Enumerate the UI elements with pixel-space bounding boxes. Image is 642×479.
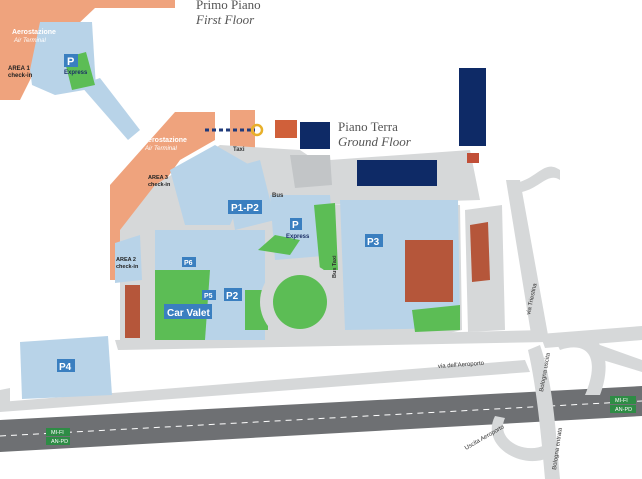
area-3-label: AREA 3 bbox=[148, 175, 168, 181]
parking-p4-label: P4 bbox=[59, 362, 72, 373]
highway-sign-bottom-mifi: MI-FI bbox=[51, 430, 64, 436]
terminal-main-title: Aerostazione bbox=[143, 137, 187, 144]
highway-sign-bottom: MI-FI AN-PD bbox=[46, 428, 70, 445]
parking-p5-label: P5 bbox=[204, 293, 213, 300]
road-aeroporto-label: via dell'Aeroporto bbox=[438, 361, 485, 370]
area-3-sub: check-in bbox=[148, 182, 171, 188]
highway-sign-bottom-anpd: AN-PD bbox=[51, 439, 68, 445]
highway-sign-top: MI-FI AN-PD bbox=[610, 396, 636, 413]
parking-express-top-badge: P bbox=[64, 54, 78, 68]
ground-floor-it-label: Piano Terra bbox=[338, 119, 398, 134]
parking-p4-badge: P4 bbox=[57, 359, 75, 373]
parking-express-top-p: P bbox=[67, 56, 74, 68]
area-2-label: AREA 2 bbox=[116, 257, 136, 263]
parking-p3-label: P3 bbox=[367, 237, 380, 248]
parking-express-main-badge: P bbox=[290, 218, 302, 231]
parking-p2-label: P2 bbox=[226, 291, 239, 302]
parking-p1p2-badge: P1-P2 bbox=[228, 200, 262, 214]
area-1-sub: check-in bbox=[8, 73, 33, 79]
car-valet-badge: Car Valet bbox=[164, 304, 212, 319]
parking-express-main-label: Express bbox=[286, 234, 310, 240]
highway-sign-top-mifi: MI-FI bbox=[615, 398, 628, 404]
taxi-label: Taxi bbox=[233, 147, 245, 153]
parking-express-top-label: Express bbox=[64, 70, 88, 76]
ground-floor-en-label: Ground Floor bbox=[338, 134, 412, 149]
first-floor-it-label: Primo Piano bbox=[196, 0, 261, 12]
terminal-top-title: Aerostazione bbox=[12, 29, 56, 36]
parking-express-main-p: P bbox=[292, 220, 299, 231]
highway bbox=[0, 386, 642, 452]
area-2-sub: check-in bbox=[116, 264, 139, 270]
bus-label: Bus bbox=[272, 193, 284, 199]
bus-taxi-label: Bus Taxi bbox=[332, 255, 338, 278]
parking-p3-badge: P3 bbox=[365, 234, 383, 248]
terminal-top-sub: Air Terminal bbox=[13, 38, 46, 44]
area-1-label: AREA 1 bbox=[8, 66, 30, 72]
parking-p1p2-label: P1-P2 bbox=[231, 203, 259, 214]
highway-sign-top-anpd: AN-PD bbox=[615, 407, 632, 413]
terminal-main-sub: Air Terminal bbox=[144, 146, 177, 152]
buildings bbox=[275, 68, 486, 186]
parking-p6-badge: P6 bbox=[182, 257, 196, 267]
car-valet-label: Car Valet bbox=[167, 308, 210, 319]
shuttle-line bbox=[205, 123, 264, 137]
road-bologna-entry-label: Bologna entrata bbox=[552, 427, 564, 470]
parking-p6-label: P6 bbox=[184, 260, 193, 267]
first-floor-en-label: First Floor bbox=[195, 12, 255, 27]
parking-p5-badge: P5 bbox=[202, 290, 216, 300]
parking-p2-badge: P2 bbox=[224, 288, 242, 302]
